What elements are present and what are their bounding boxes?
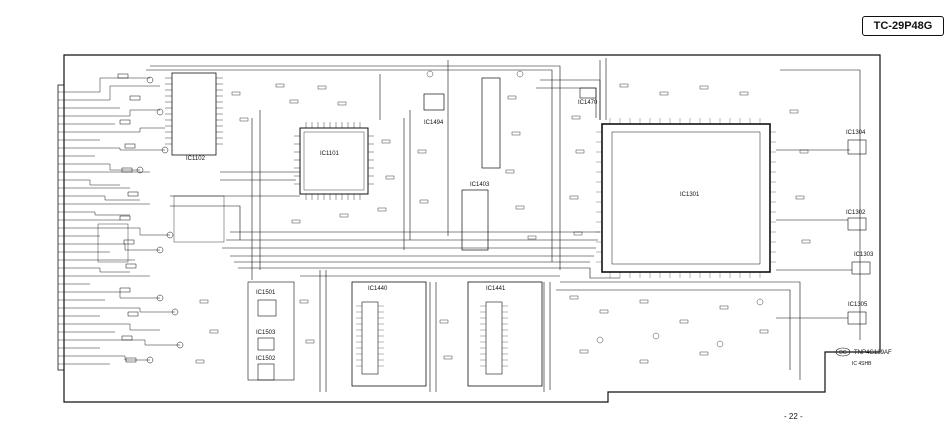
board-id-badge: DG [839,350,847,356]
board-id-sub: IC 4SHB [852,361,872,367]
discrete-components [97,70,811,364]
ic1502-label: IC1502 [256,356,276,362]
ic1101-chip: IC1101 [294,122,374,200]
ic1403-chip: IC1403 [461,77,501,251]
ic1494-label: IC1494 [424,120,444,126]
board-id-text: TNP4G189AF [854,350,892,356]
ic1503-label: IC1503 [256,330,276,336]
left-discrete-components [117,73,184,364]
ic1304-label: IC1304 [846,130,866,136]
ic1101-label: IC1101 [320,151,340,157]
ic1305-chip: IC1305 [847,302,868,325]
model-code: TC-29P48G [873,20,933,32]
ic1441-chip: IC1441 [467,281,543,387]
ic1102-label: IC1102 [186,156,206,162]
ic1302-label: IC1302 [846,210,866,216]
ic1301-label: IC1301 [680,192,700,198]
ic1403-label: IC1403 [470,182,490,188]
ic1440-chip: IC1440 [351,281,427,387]
ic1305-label: IC1305 [848,302,868,308]
ic1303-chip: IC1303 [851,252,874,275]
page-number: - 22 - [784,412,803,421]
ic1102-chip: IC1102 [165,72,223,162]
ic1470-chip: IC1470 [578,87,598,106]
ic1441-label: IC1441 [486,286,506,292]
bus-traces [146,58,861,392]
ic1301-chip: IC1301 [596,118,776,278]
ic1440-label: IC1440 [368,286,388,292]
ic1303-label: IC1303 [854,252,874,258]
ic1470-label: IC1470 [578,100,598,106]
ic1494-chip: IC1494 [423,93,445,126]
ic1304-chip: IC1304 [846,130,867,155]
connector-traces [64,77,180,365]
ic1503-chip: IC1503 [256,330,276,351]
model-code-box: TC-29P48G [862,16,944,36]
ic1502-chip: IC1502 [256,356,276,381]
ic1302-chip: IC1302 [846,210,867,231]
ic1501-label: IC1501 [256,290,276,296]
board-id: DG TNP4G189AF IC 4SHB [835,347,892,367]
left-connector [57,84,65,371]
board-outline [63,54,881,403]
